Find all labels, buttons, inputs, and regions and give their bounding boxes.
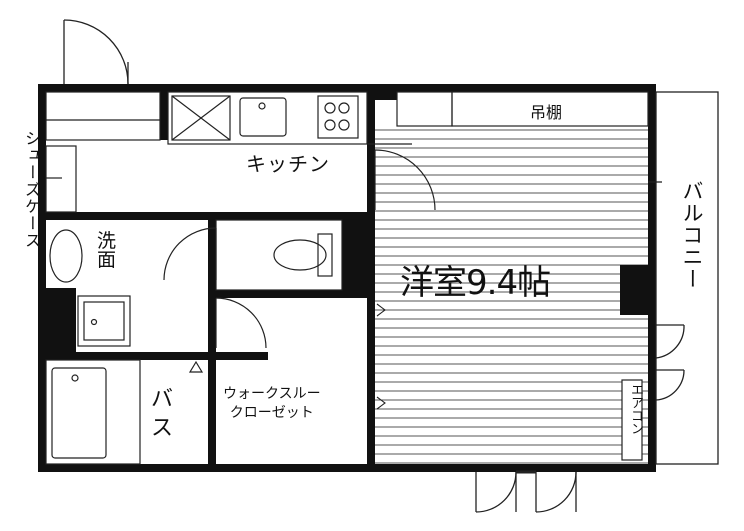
bathtub [45,359,204,465]
washroom-label: 洗 面 [97,230,117,271]
hanging-shelf-label: 吊棚 [530,103,563,122]
balcony [648,91,719,465]
outer-walls [38,84,656,472]
kitchen-door [374,149,436,211]
interior-walls [38,92,648,472]
kitchen-label: キッチン [246,152,330,176]
bath-label: バ ス [151,387,174,441]
shoe-cabinet [45,91,161,213]
hanging-shelf [396,91,649,127]
toilet [215,219,343,349]
aircon-label: エアコン [628,383,643,435]
floor-stripes [375,129,648,464]
entrance-door [63,19,129,85]
closet-markers [376,303,386,410]
room-main-label: 洋室9.4帖 [400,263,551,303]
aircon-unit [621,379,643,461]
shoe-cabinet-label: シューズケース [22,130,41,249]
balcony-label: バルコニー [680,180,704,290]
bottom-doors [475,470,577,513]
kitchen-counter [167,91,412,145]
walkin-closet-label: ウォークスルー クローゼット [223,386,321,421]
